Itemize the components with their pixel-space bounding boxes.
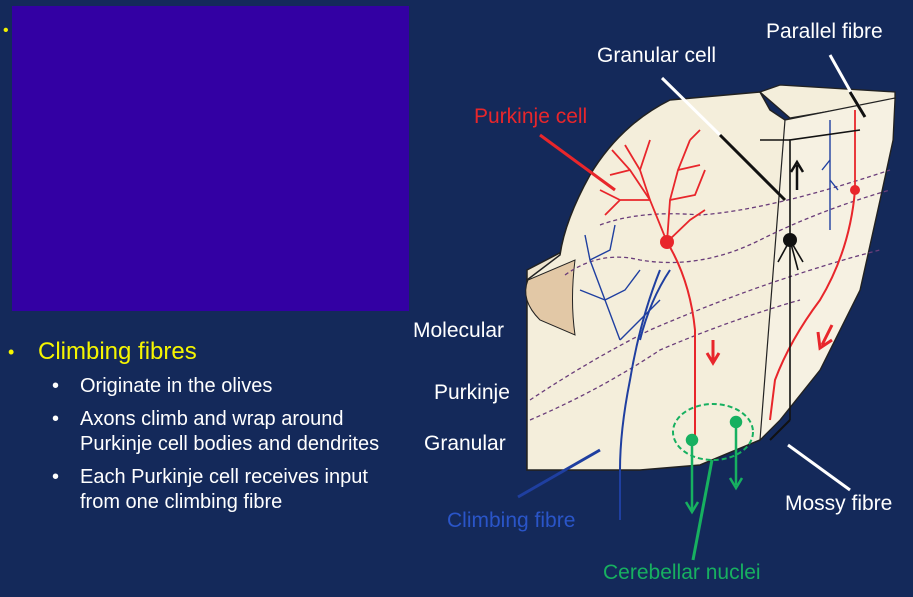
- mossy-fibre: [769, 419, 791, 441]
- purkinje-arrow-down: [705, 340, 721, 366]
- cerebellar-nuclei: [684, 415, 744, 515]
- label-purkinje-cell: Purkinje cell: [474, 105, 588, 128]
- list-item-text: Axons climb and wrap around Purkinje cel…: [80, 408, 380, 455]
- list-item-text: Originate in the olives: [80, 375, 273, 397]
- label-granular-cell: Granular cell: [597, 44, 717, 67]
- bullet-dot: •: [8, 342, 15, 362]
- block-top: [758, 84, 896, 119]
- list-item: • Each Purkinje cell receives input from…: [52, 465, 408, 515]
- list-item-text: Each Purkinje cell receives input from o…: [80, 466, 368, 513]
- label-purkinje-layer: Purkinje: [434, 381, 510, 404]
- granule-soma: [783, 233, 797, 247]
- granule-arrow-up: [789, 159, 805, 190]
- heading-text: Climbing fibres: [38, 338, 197, 365]
- label-cerebellar-nuclei: Cerebellar nuclei: [603, 561, 761, 584]
- label-granular-layer: Granular: [424, 432, 506, 455]
- bullet-list: • Climbing fibres • Originate in the oli…: [8, 338, 408, 523]
- label-climbing-fibre: Climbing fibre: [447, 509, 576, 532]
- bullet-heading: • Climbing fibres: [8, 338, 408, 366]
- pointer-lines: [517, 54, 867, 561]
- list-item: • Originate in the olives: [52, 374, 408, 399]
- climbing-fibre-dendrites: [579, 120, 839, 341]
- sub-bullet-dot: •: [52, 466, 60, 488]
- label-mossy-fibre: Mossy fibre: [785, 492, 893, 515]
- top-bullet: •: [3, 22, 9, 39]
- sub-list: • Originate in the olives • Axons climb …: [52, 374, 408, 515]
- climbing-fibre-axon: [619, 269, 671, 520]
- purkinje-axons: [666, 189, 856, 440]
- blank-image-panel: [12, 6, 409, 311]
- label-parallel-fibre: Parallel fibre: [766, 20, 883, 43]
- purkinje-arrow-right: [816, 324, 834, 351]
- label-molecular-layer: Molecular: [413, 319, 505, 342]
- purkinje-dendrites: [599, 110, 856, 243]
- list-item: • Axons climb and wrap around Purkinje c…: [52, 407, 408, 457]
- folium-surface: [525, 259, 576, 336]
- sub-bullet-dot: •: [52, 408, 60, 430]
- block-right-face: [759, 97, 896, 442]
- nuclei-boundary: [672, 403, 754, 461]
- sub-bullet-dot: •: [52, 375, 60, 397]
